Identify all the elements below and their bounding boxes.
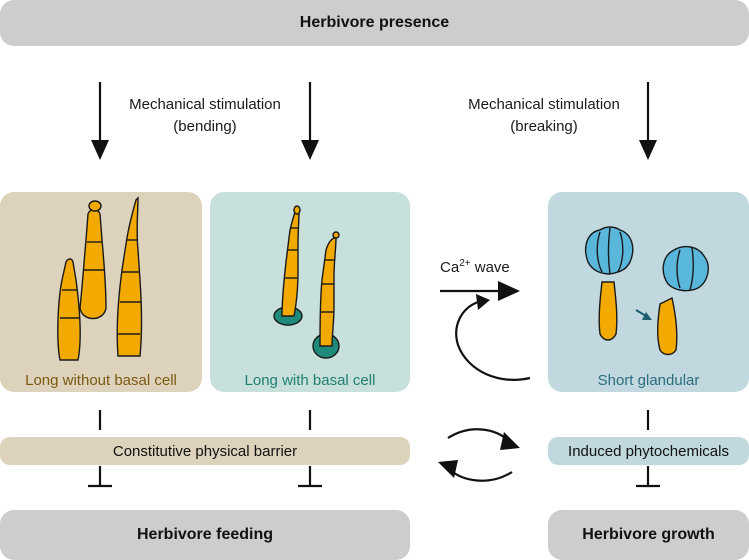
physical-barrier-pill: Constitutive physical barrier [0,437,410,465]
herbivore-presence-label: Herbivore presence [299,14,450,31]
phytochemicals-pill: Induced phytochemicals [548,437,749,465]
panel-short-glandular [548,192,749,392]
trichome-long-without-basal-cell [57,196,143,361]
herbivore-feeding-bar: Herbivore feeding [0,510,410,560]
physical-barrier-label: Constitutive physical barrier [112,442,298,460]
calcium-wave-arrow [440,281,520,301]
inhibition-lines [88,410,660,488]
curved-return-arrow [455,294,531,381]
stimulus-bending-label: Mechanical stimulation (bending) [129,96,281,135]
calcium-wave-label: Ca2+ wave [440,258,510,276]
exchange-arrow-right [447,428,520,450]
stimulus-breaking-label: Mechanical stimulation (breaking) [468,96,620,135]
arrow-down-right [639,82,657,160]
label-short-glandular: Short glandular [597,372,700,389]
phytochemicals-label: Induced phytochemicals [568,442,729,460]
label-long-without-basal-cell: Long without basal cell [25,372,177,389]
trichome-long-with-basal-cell [273,205,340,359]
arrow-down-middle [301,82,319,160]
panel-long-with-basal-cell [210,192,410,392]
label-long-with-basal-cell: Long with basal cell [244,372,376,389]
trichome-short-glandular [584,226,709,356]
herbivore-growth-label: Herbivore growth [582,526,715,543]
arrow-down-left [91,82,109,160]
herbivore-presence-bar: Herbivore presence [0,0,749,46]
exchange-arrow-left [438,460,513,482]
herbivore-growth-bar: Herbivore growth [548,510,749,560]
herbivore-feeding-label: Herbivore feeding [136,526,274,543]
